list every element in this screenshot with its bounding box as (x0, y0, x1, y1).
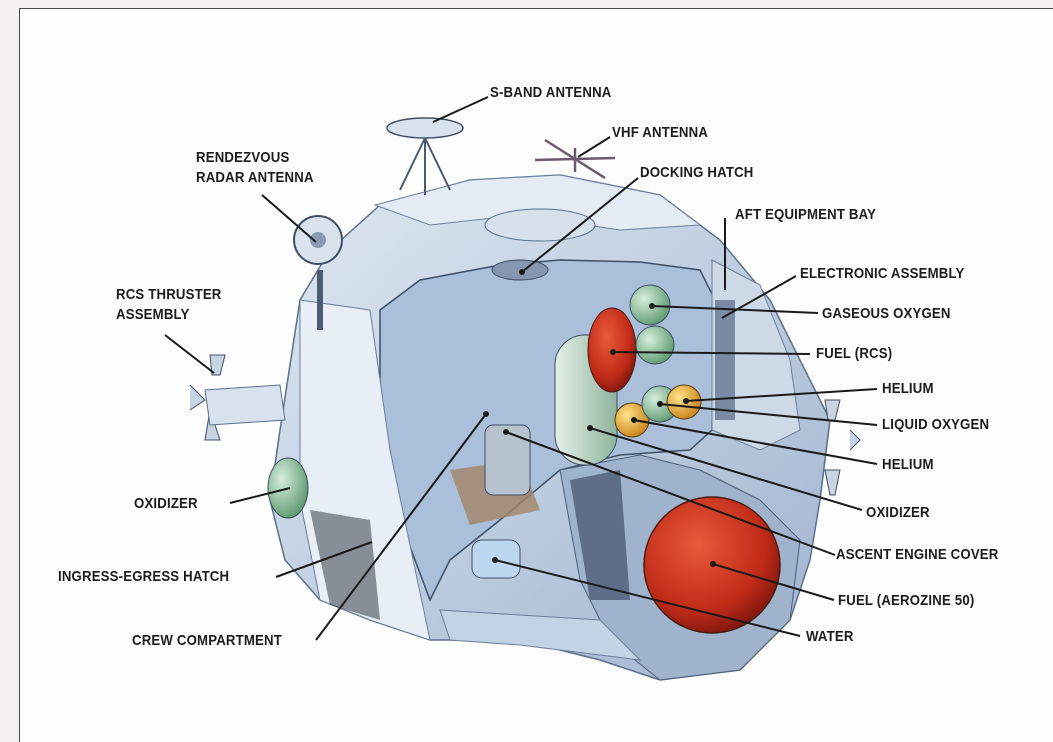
vhf-antenna-drawing (535, 140, 615, 178)
rcs-thruster-left (190, 355, 285, 440)
dot-gaseous-oxygen (649, 303, 655, 309)
label-rendezvous-line2: RADAR ANTENNA (196, 168, 314, 188)
leader-rcs-thruster (165, 335, 214, 373)
dot-helium-upper (683, 398, 689, 404)
label-water: WATER (806, 628, 854, 646)
label-rcs-thruster-line2: ASSEMBLY (116, 305, 222, 325)
dot-crew-compartment (483, 411, 489, 417)
label-electronic-assembly: ELECTRONIC ASSEMBLY (800, 265, 964, 283)
label-helium-upper: HELIUM (882, 380, 934, 398)
dot-liquid-oxygen (657, 401, 663, 407)
label-ingress-egress-hatch: INGRESS-EGRESS HATCH (58, 568, 229, 586)
label-helium-lower: HELIUM (882, 456, 934, 474)
label-aft-equipment-bay: AFT EQUIPMENT BAY (735, 206, 876, 224)
leader-vhf (578, 137, 610, 157)
label-vhf-antenna: VHF ANTENNA (612, 124, 708, 142)
dot-helium-lower (631, 417, 637, 423)
dot-ascent-engine-cover (503, 429, 509, 435)
label-fuel-rcs: FUEL (RCS) (816, 345, 892, 363)
label-gaseous-oxygen: GASEOUS OXYGEN (822, 305, 951, 323)
label-ascent-engine-cover: ASCENT ENGINE COVER (836, 546, 999, 564)
leader-s-band (433, 97, 488, 122)
label-docking-hatch: DOCKING HATCH (640, 164, 754, 182)
label-s-band-antenna: S-BAND ANTENNA (490, 84, 612, 102)
dot-docking-hatch (519, 269, 525, 275)
dot-oxidizer-right (587, 425, 593, 431)
ascent-engine-cover-drawing (485, 425, 530, 495)
label-rendezvous-radar-antenna: RENDEZVOUS RADAR ANTENNA (196, 148, 314, 188)
dot-fuel-aerozine (710, 561, 716, 567)
label-rcs-thruster-assembly: RCS THRUSTER ASSEMBLY (116, 285, 222, 325)
rcs-thruster-right (825, 400, 860, 495)
dot-fuel-rcs (610, 349, 616, 355)
label-fuel-aerozine: FUEL (AEROZINE 50) (838, 592, 974, 610)
s-band-antenna-drawing (387, 118, 463, 195)
label-rendezvous-line1: RENDEZVOUS (196, 148, 314, 168)
label-crew-compartment: CREW COMPARTMENT (132, 632, 282, 650)
label-liquid-oxygen: LIQUID OXYGEN (882, 416, 989, 434)
dot-water (492, 557, 498, 563)
label-oxidizer-right: OXIDIZER (866, 504, 930, 522)
label-oxidizer-left: OXIDIZER (134, 495, 198, 513)
label-rcs-thruster-line1: RCS THRUSTER (116, 285, 222, 305)
